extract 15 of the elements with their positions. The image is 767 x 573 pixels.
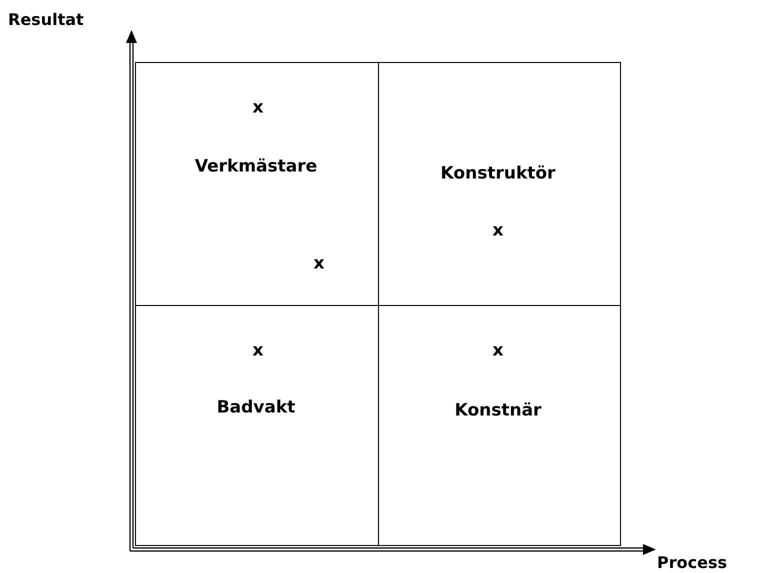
quadrant-label: Konstruktör — [440, 166, 556, 182]
axis-label: Process — [657, 553, 727, 572]
marker-text: x — [492, 222, 504, 240]
marker-text: x — [492, 342, 504, 360]
quadrant-box — [135, 62, 379, 306]
quadrant-label: Badvakt — [216, 400, 296, 416]
quadrant-label: Verkmästare — [194, 158, 318, 176]
quadrant-box — [378, 305, 621, 546]
quadrant-label: Konstnär — [454, 402, 542, 420]
quadrant-box — [378, 62, 621, 306]
marker-text: x — [314, 256, 324, 272]
quadrant-box — [135, 305, 379, 546]
marker-text: x — [252, 342, 264, 360]
axis-label: Resultat — [8, 10, 84, 29]
marker-text: x — [252, 100, 264, 116]
